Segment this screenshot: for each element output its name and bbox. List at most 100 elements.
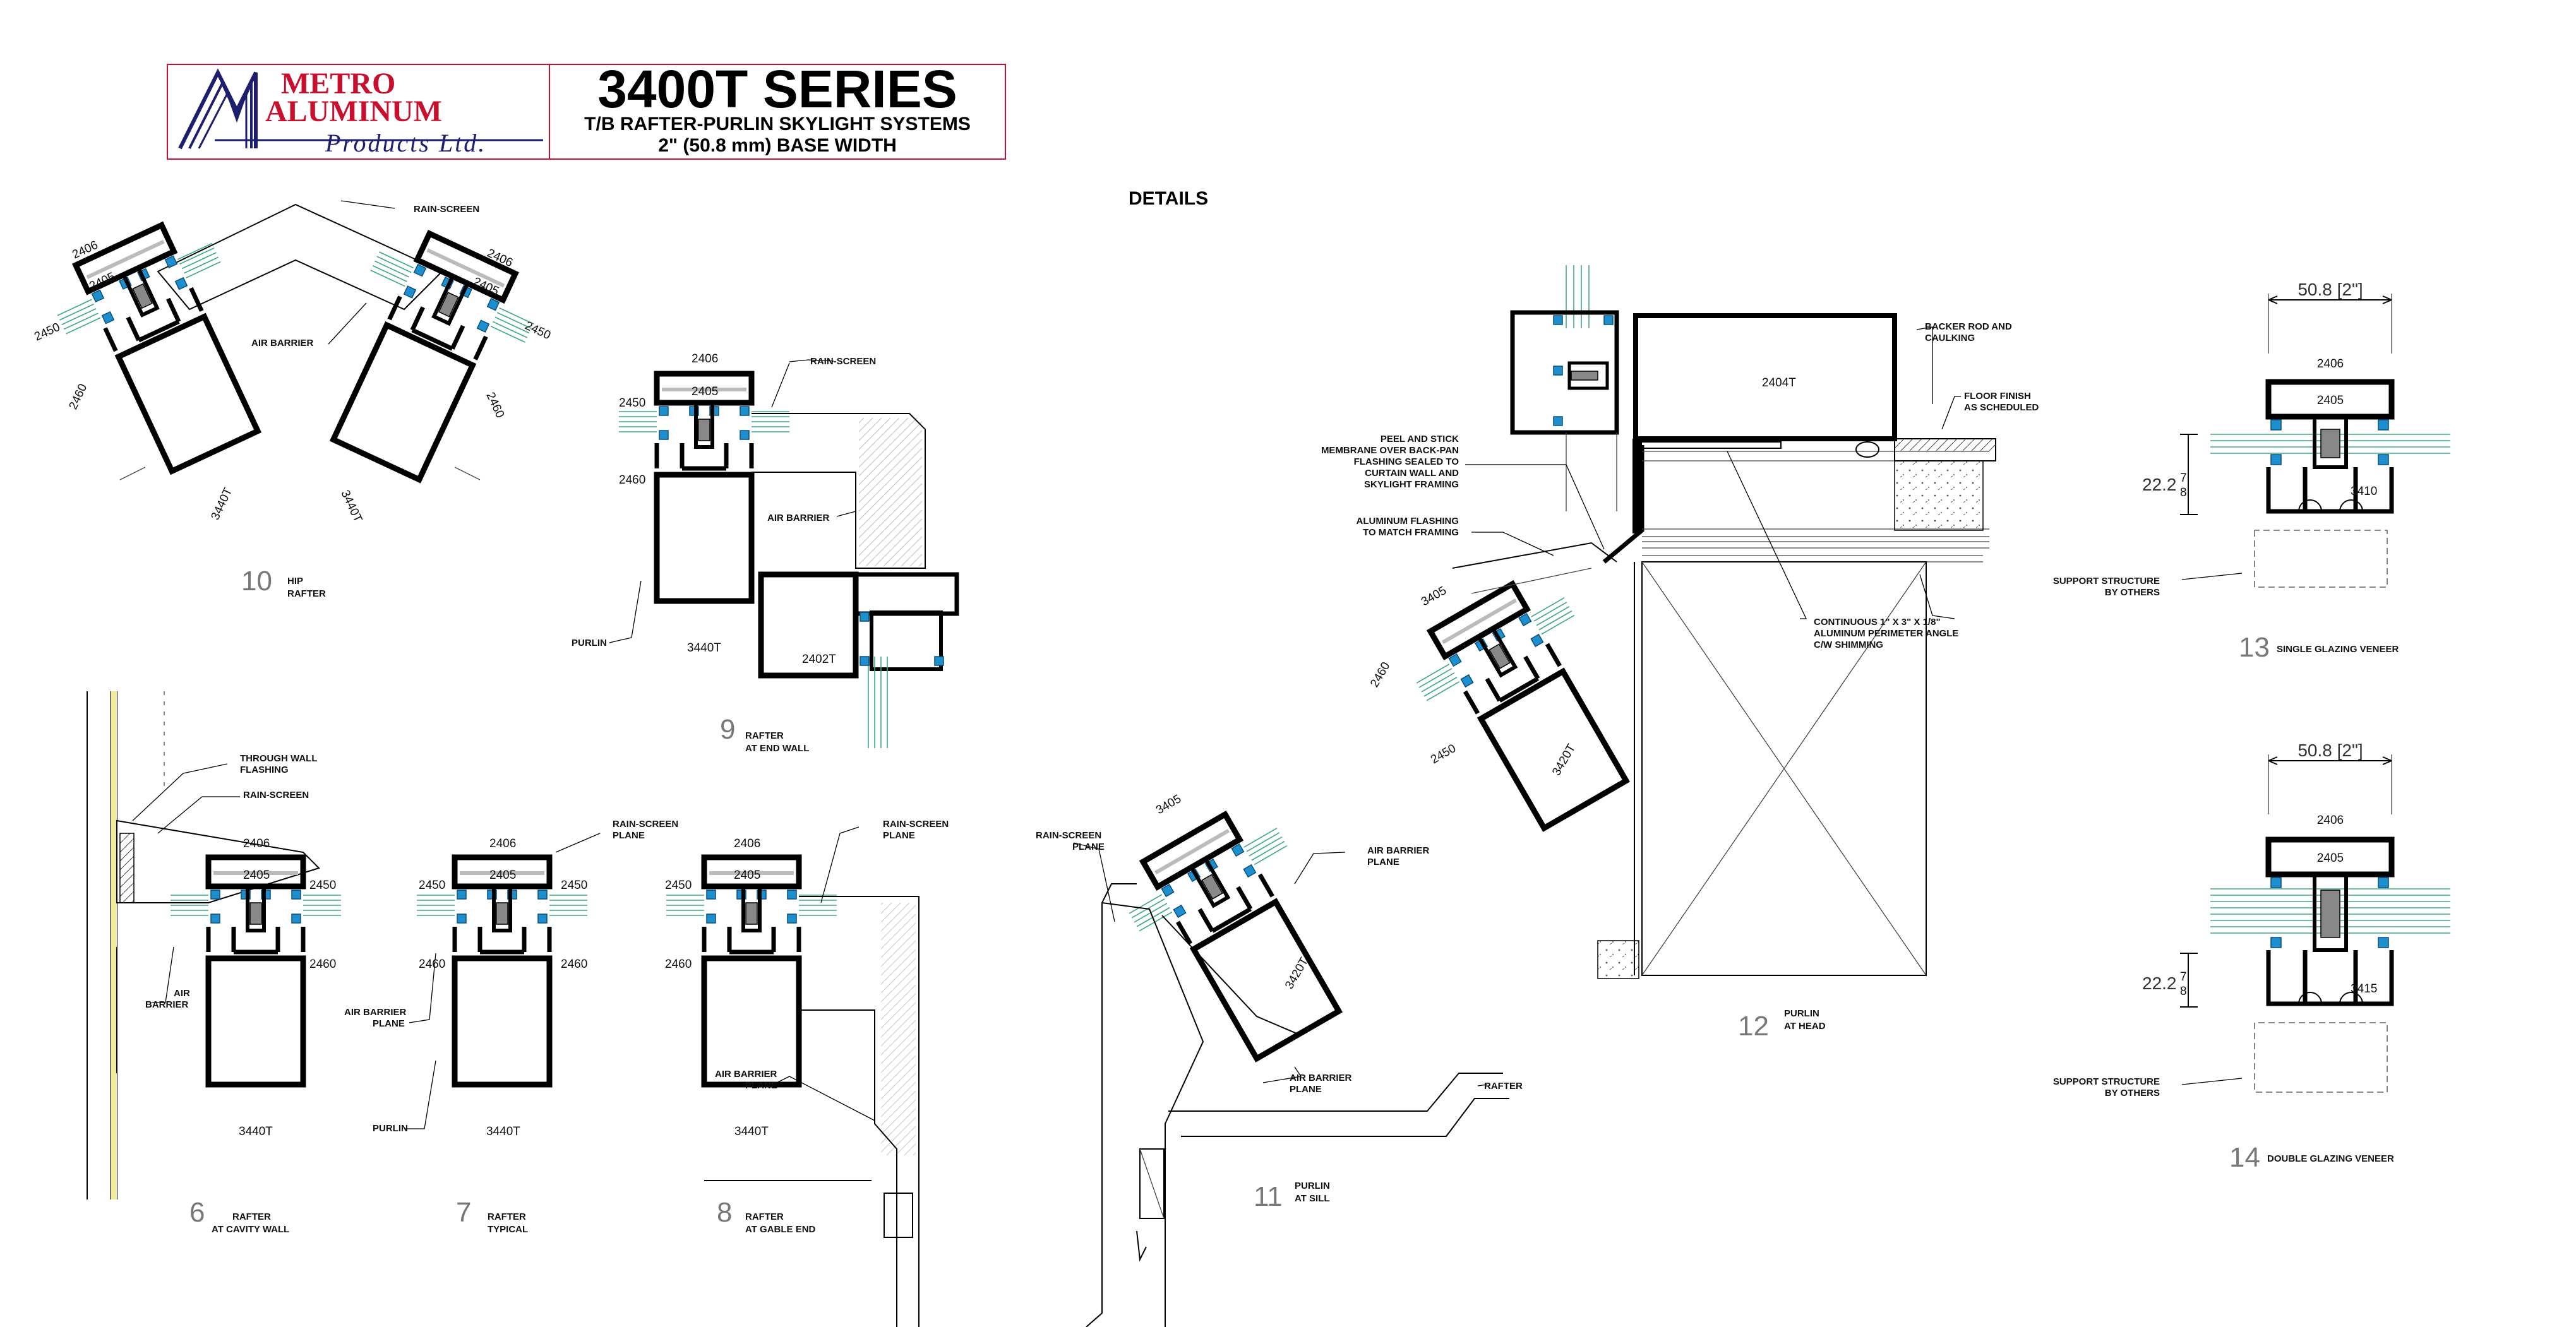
d9-detail-number: 9 — [720, 714, 735, 745]
d7-part-2405: 2405 — [489, 869, 516, 882]
d11-detail-number: 11 — [1254, 1181, 1283, 1212]
d7-caption-1: RAFTER — [488, 1211, 526, 1222]
company-logo-icon — [178, 68, 543, 150]
d14-caption: DOUBLE GLAZING VENEER — [2267, 1153, 2394, 1164]
detail-12-purlin-at-head: BACKER ROD AND CAULKING FLOOR FINISH AS … — [1321, 265, 2039, 1042]
d8-label-plane: PLANE — [883, 830, 915, 841]
d14-part-3415: 3415 — [2351, 982, 2377, 996]
d8-part-2405: 2405 — [734, 869, 760, 882]
d12-label-match-framing: TO MATCH FRAMING — [1363, 527, 1459, 538]
d11-label-plane-2: PLANE — [1367, 857, 1399, 867]
company-name-line3: Products Ltd. — [325, 129, 486, 157]
d14-part-2405: 2405 — [2317, 852, 2344, 865]
d14-label-by-others: BY OTHERS — [2105, 1088, 2160, 1098]
d13-dimension-height: 22.2 — [2142, 475, 2177, 494]
d13-caption: SINGLE GLAZING VENEER — [2277, 644, 2399, 655]
d8-part-2406: 2406 — [734, 837, 760, 850]
d12-label-as-scheduled: AS SCHEDULED — [1964, 402, 2039, 413]
d12-part-3420t: 3420T — [1550, 742, 1578, 778]
d12-label-membrane: MEMBRANE OVER BACK-PAN — [1321, 445, 1459, 456]
d7-part-2460-left: 2460 — [419, 958, 445, 971]
d11-label-rafter: RAFTER — [1484, 1081, 1523, 1092]
d12-part-2460: 2460 — [1368, 660, 1393, 689]
d12-detail-number: 12 — [1738, 1011, 1769, 1042]
d6-part-2450: 2450 — [309, 879, 336, 892]
d12-label-aluminum-flashing: ALUMINUM FLASHING — [1357, 516, 1459, 527]
d11-label-air-barrier-2: AIR BARRIER — [1290, 1073, 1352, 1083]
title-block: METRO ALUMINUM Products Ltd. 3400T SERIE… — [167, 59, 1006, 160]
d12-part-3405: 3405 — [1419, 584, 1449, 609]
section-heading: DETAILS — [1129, 188, 1208, 209]
d7-label-plane-2: PLANE — [373, 1018, 405, 1029]
detail-11-purlin-at-sill: RAIN-SCREEN PLANE AIR BARRIER PLANE AIR … — [1036, 792, 1523, 1327]
d14-fraction-bottom: 8 — [2180, 985, 2187, 998]
d7-label-plane: PLANE — [613, 830, 645, 841]
d9-part-2405: 2405 — [692, 385, 718, 398]
d14-dimension-width: 50.8 [2"] — [2297, 741, 2363, 760]
d7-label-rain-screen: RAIN-SCREEN — [613, 819, 678, 830]
d7-part-2450-right: 2450 — [561, 879, 587, 892]
d9-part-2460: 2460 — [619, 473, 645, 487]
d11-part-3405: 3405 — [1154, 792, 1183, 817]
d12-label-caulking: CAULKING — [1925, 333, 1975, 343]
d14-part-2406: 2406 — [2317, 814, 2344, 827]
d12-label-curtain-wall: CURTAIN WALL AND — [1365, 468, 1459, 479]
d12-label-skylight-framing: SKYLIGHT FRAMING — [1364, 479, 1459, 490]
d11-part-3420t: 3420T — [1283, 955, 1311, 991]
d12-label-peel-stick: PEEL AND STICK — [1381, 434, 1459, 444]
d9-label-air-barrier: AIR BARRIER — [767, 513, 830, 523]
d7-part-2460-right: 2460 — [561, 958, 587, 971]
d11-label-plane-3: PLANE — [1290, 1084, 1322, 1095]
d13-dimension-width: 50.8 [2"] — [2297, 280, 2363, 299]
d10-part-2450-right: 2450 — [523, 319, 553, 342]
d10-label-rain-screen: RAIN-SCREEN — [414, 204, 479, 215]
d10-part-2460-left: 2460 — [66, 382, 90, 412]
d11-label-air-barrier-1: AIR BARRIER — [1367, 845, 1430, 856]
d12-label-floor-finish: FLOOR FINISH — [1964, 391, 2031, 402]
company-name-line2: ALUMINUM — [265, 95, 442, 128]
d9-part-3440t: 3440T — [687, 641, 721, 655]
company-name-line1: METRO — [281, 67, 395, 100]
d7-part-2406: 2406 — [489, 837, 516, 850]
d6-label-rain-screen: RAIN-SCREEN — [243, 790, 309, 800]
d12-caption-1: PURLIN — [1784, 1008, 1819, 1019]
d6-part-2406: 2406 — [243, 837, 270, 850]
d13-fraction-top: 7 — [2180, 472, 2187, 485]
detail-9-rafter-at-end-wall: RAIN-SCREEN AIR BARRIER PURLIN 2406 2405… — [572, 352, 959, 754]
detail-10-hip-rafter: RAIN-SCREEN AIR BARRIER 2406 2405 2450 2… — [32, 200, 553, 599]
d12-caption-2: AT HEAD — [1784, 1021, 1826, 1032]
d14-label-support: SUPPORT STRUCTURE — [2053, 1076, 2160, 1087]
d6-label-air: AIR — [174, 988, 190, 999]
d8-part-3440t: 3440T — [734, 1125, 769, 1138]
d9-part-2450: 2450 — [619, 396, 645, 410]
d6-part-3440t: 3440T — [239, 1125, 273, 1138]
d13-part-3410: 3410 — [2351, 485, 2377, 498]
d13-label-by-others: BY OTHERS — [2105, 587, 2160, 598]
d8-label-rain-screen: RAIN-SCREEN — [883, 819, 949, 830]
d7-part-3440t: 3440T — [486, 1125, 520, 1138]
d9-part-2406: 2406 — [692, 352, 718, 366]
d12-label-shimming: C/W SHIMMING — [1814, 640, 1883, 650]
d6-part-2405: 2405 — [243, 869, 270, 882]
d9-caption-2: AT END WALL — [745, 743, 809, 754]
d12-label-perimeter-angle: ALUMINUM PERIMETER ANGLE — [1814, 628, 1958, 639]
d8-part-2460: 2460 — [665, 958, 692, 971]
d12-part-2404t: 2404T — [1762, 376, 1796, 390]
d10-caption-1: HIP — [287, 576, 303, 586]
series-title: 3400T SERIES — [597, 59, 957, 119]
d7-detail-number: 7 — [456, 1197, 471, 1228]
detail-13-single-glazing-veneer: 50.8 [2"] 2406 2405 3410 22.2 7 8 SUPPOR… — [2053, 280, 2450, 663]
detail-8-rafter-at-gable-end: RAIN-SCREEN PLANE AIR BARRIER PLANE 2406… — [665, 819, 949, 1327]
d9-label-purlin: PURLIN — [572, 638, 607, 648]
detail-7-rafter-typical: RAIN-SCREEN PLANE AIR BARRIER PLANE PURL… — [344, 819, 678, 1235]
d12-label-backer-rod: BACKER ROD AND — [1925, 321, 2012, 332]
d6-caption-2: AT CAVITY WALL — [212, 1224, 289, 1235]
d13-part-2406: 2406 — [2317, 357, 2344, 371]
series-subtitle-1: T/B RAFTER-PURLIN SKYLIGHT SYSTEMS — [584, 114, 971, 134]
d9-label-rain-screen: RAIN-SCREEN — [810, 356, 876, 367]
series-subtitle-2: 2" (50.8 mm) BASE WIDTH — [658, 135, 897, 156]
d7-caption-2: TYPICAL — [488, 1224, 528, 1235]
d10-caption-2: RAFTER — [287, 588, 326, 599]
d14-fraction-top: 7 — [2180, 970, 2187, 984]
